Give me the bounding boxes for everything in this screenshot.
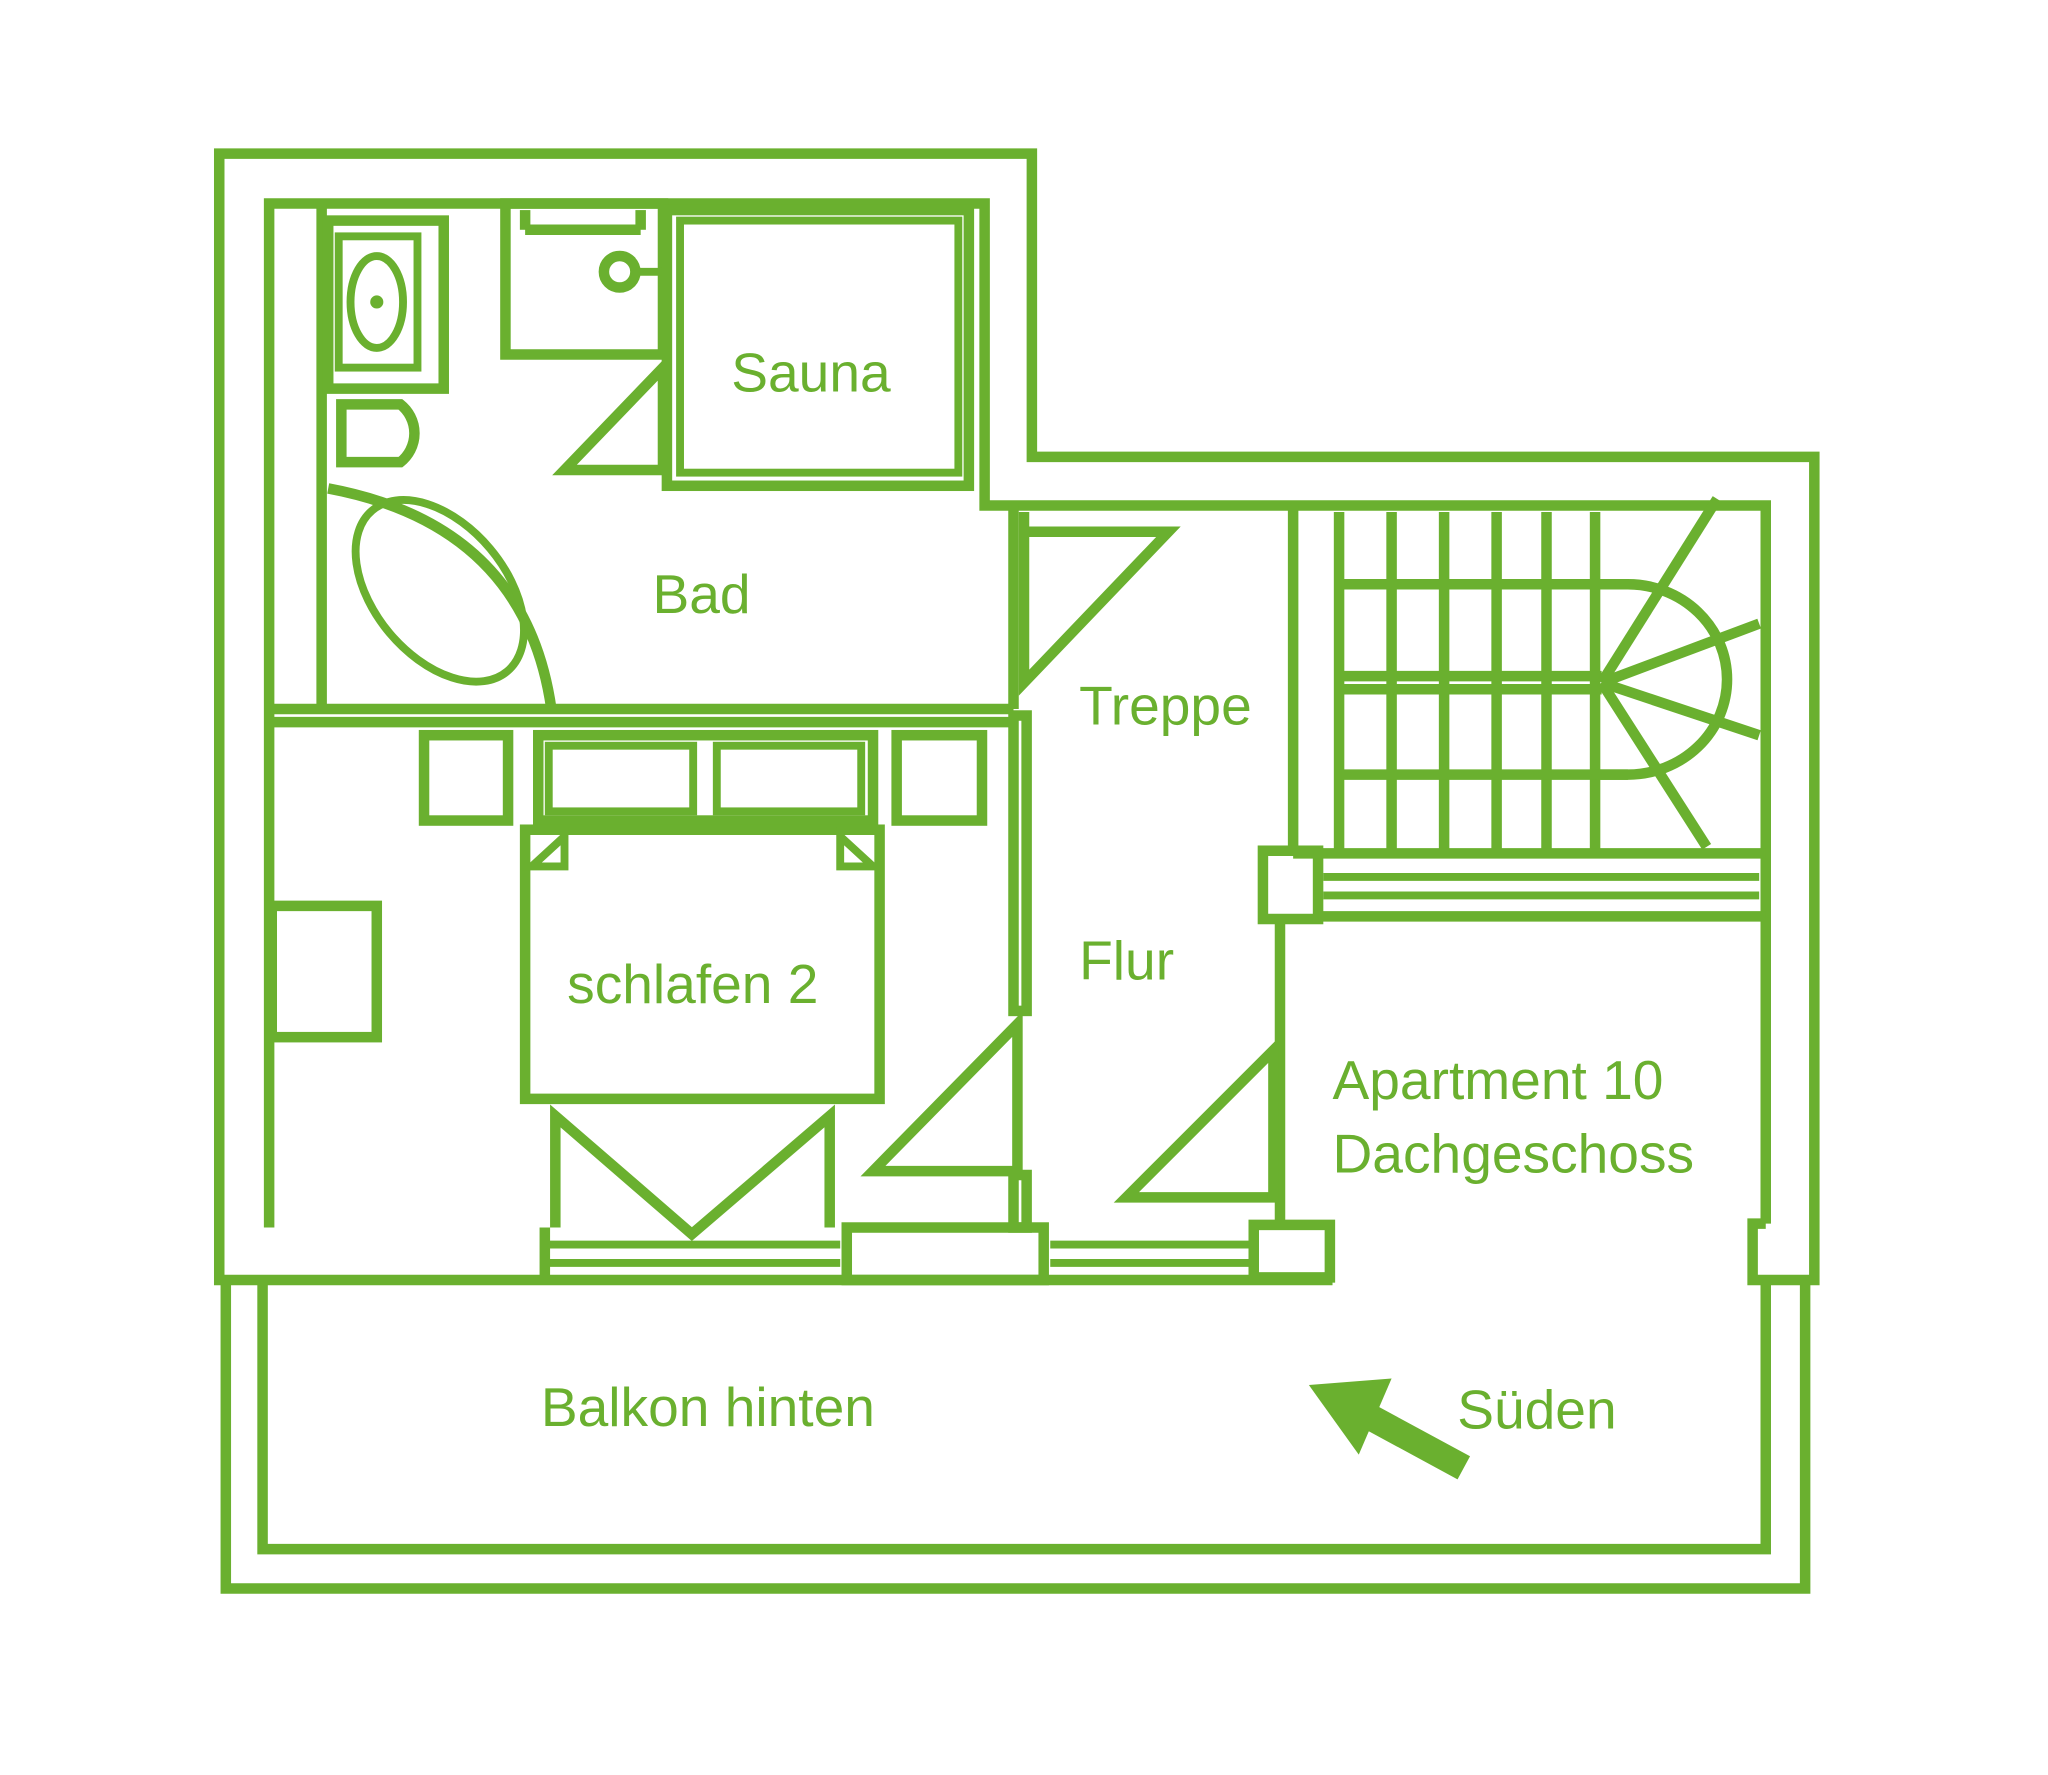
staircase [1293, 496, 1766, 922]
room-label-treppe: Treppe [1079, 675, 1252, 737]
room-label-balkon: Balkon hinten [541, 1376, 875, 1438]
room-label-sauna: Sauna [731, 341, 891, 403]
room-label-floor: Dachgeschoss [1333, 1122, 1695, 1184]
bedroom [266, 729, 988, 1242]
hall [539, 505, 1336, 1286]
room-label-flur: Flur [1079, 929, 1174, 991]
arrow-icon [1308, 1378, 1471, 1480]
balcony [220, 1283, 1811, 1594]
outer-walls [213, 148, 1820, 1286]
room-label-apartment: Apartment 10 [1333, 1049, 1664, 1111]
room-label-schlafen: schlafen 2 [567, 953, 818, 1015]
room-label-bad: Bad [652, 563, 750, 625]
compass-label: Süden [1457, 1378, 1616, 1440]
bathroom [269, 198, 1014, 728]
